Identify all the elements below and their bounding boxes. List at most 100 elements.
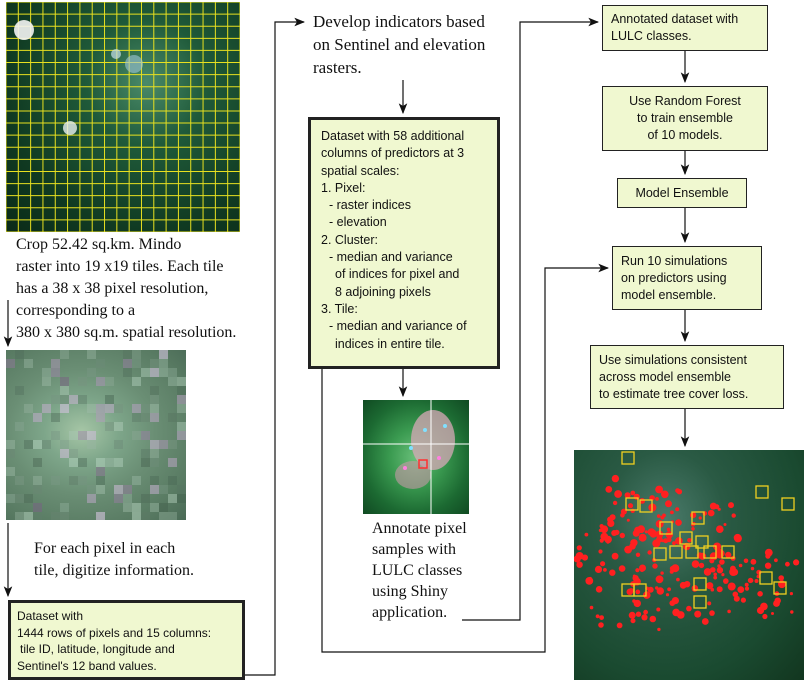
cloud xyxy=(63,121,77,135)
loss-point xyxy=(581,554,588,561)
loss-point xyxy=(595,586,603,593)
loss-point xyxy=(756,574,760,579)
loss-point xyxy=(647,586,654,593)
loss-point xyxy=(709,502,717,510)
loss-point xyxy=(743,558,749,564)
loss-point xyxy=(707,601,712,606)
pixel xyxy=(60,395,69,404)
tree-loss-svg xyxy=(574,451,800,632)
dataset-58-predictors-box: Dataset with 58 additional columns of pr… xyxy=(308,117,500,369)
loss-point xyxy=(687,538,692,543)
pixel xyxy=(15,386,24,395)
loss-point xyxy=(744,582,749,587)
loss-point xyxy=(716,586,723,593)
estimate-tree-loss-box: Use simulations consistent across model … xyxy=(590,345,784,409)
loss-points xyxy=(574,474,800,632)
model-ensemble-box: Model Ensemble xyxy=(617,178,747,208)
loss-point xyxy=(644,530,648,534)
highlighted-tile xyxy=(781,497,795,511)
loss-point xyxy=(634,526,642,534)
highlighted-tile xyxy=(633,583,647,597)
pixel xyxy=(132,431,141,440)
loss-point xyxy=(686,605,692,612)
pixel xyxy=(51,413,60,422)
loss-point xyxy=(630,490,636,496)
pixel xyxy=(168,413,177,422)
box-line: LULC classes. xyxy=(611,29,692,43)
pixel xyxy=(177,485,186,494)
loss-point xyxy=(647,550,652,555)
pixel xyxy=(51,476,60,485)
pixel xyxy=(168,512,177,520)
pixel xyxy=(150,404,159,413)
pixel xyxy=(177,422,186,431)
pixel-tile-svg xyxy=(6,350,186,520)
loss-point xyxy=(609,514,616,521)
box-line: - raster indices xyxy=(329,198,411,213)
highlighted-tile xyxy=(759,571,773,585)
pixel xyxy=(105,377,114,386)
loss-point xyxy=(639,567,645,572)
pixel xyxy=(15,476,24,485)
box-line: columns of predictors at 3 xyxy=(321,146,465,161)
loss-point xyxy=(588,576,592,581)
loss-point xyxy=(675,507,680,512)
pixel xyxy=(78,395,87,404)
highlighted-tile xyxy=(773,581,787,595)
box-line: of indices for pixel and xyxy=(335,267,460,282)
highlighted-tile xyxy=(653,547,667,561)
pixel xyxy=(141,458,150,467)
loss-point xyxy=(732,591,739,598)
pixel xyxy=(168,494,177,503)
loss-point xyxy=(774,597,781,604)
loss-point xyxy=(744,586,750,591)
loss-point xyxy=(670,510,674,515)
sample-point xyxy=(403,466,407,470)
loss-point xyxy=(655,575,664,584)
pixel xyxy=(177,395,186,404)
pixel xyxy=(60,386,69,395)
pixel xyxy=(141,449,150,458)
highlighted-tile xyxy=(639,499,653,513)
pixel xyxy=(87,350,96,359)
text-line: Develop indicators based xyxy=(313,12,485,31)
pixel xyxy=(24,494,33,503)
pixel xyxy=(33,503,42,512)
pixel xyxy=(132,350,141,359)
loss-point xyxy=(660,571,664,575)
pixel xyxy=(159,440,168,449)
loss-point xyxy=(730,565,736,572)
pixel xyxy=(150,440,159,449)
loss-point xyxy=(661,490,669,499)
loss-point xyxy=(713,572,717,577)
loss-point xyxy=(652,563,658,569)
loss-point xyxy=(647,528,656,536)
pixel xyxy=(96,467,105,476)
box-line: tile ID, latitude, longitude and xyxy=(20,642,175,656)
loss-point xyxy=(666,537,672,543)
pixel xyxy=(150,386,159,395)
pixel xyxy=(123,494,132,503)
loss-point xyxy=(641,614,648,621)
highlighted-tile xyxy=(695,535,709,549)
loss-point xyxy=(790,610,794,614)
loss-point xyxy=(725,551,732,558)
loss-point xyxy=(624,492,631,499)
loss-point xyxy=(609,569,616,576)
pixel xyxy=(33,476,42,485)
text-line: using Shiny xyxy=(372,583,449,600)
pixel xyxy=(168,458,177,467)
highlighted-tile xyxy=(721,545,735,559)
pixel xyxy=(69,395,78,404)
pixel xyxy=(132,377,141,386)
pixel xyxy=(159,485,168,494)
loss-point xyxy=(589,605,594,610)
pixel xyxy=(42,368,51,377)
pixel xyxy=(6,440,15,449)
pixel xyxy=(96,485,105,494)
pixel xyxy=(141,494,150,503)
loss-point xyxy=(701,618,709,625)
box-line: Use Random Forest xyxy=(629,94,741,108)
pixel xyxy=(51,512,60,520)
loss-point xyxy=(665,531,673,539)
